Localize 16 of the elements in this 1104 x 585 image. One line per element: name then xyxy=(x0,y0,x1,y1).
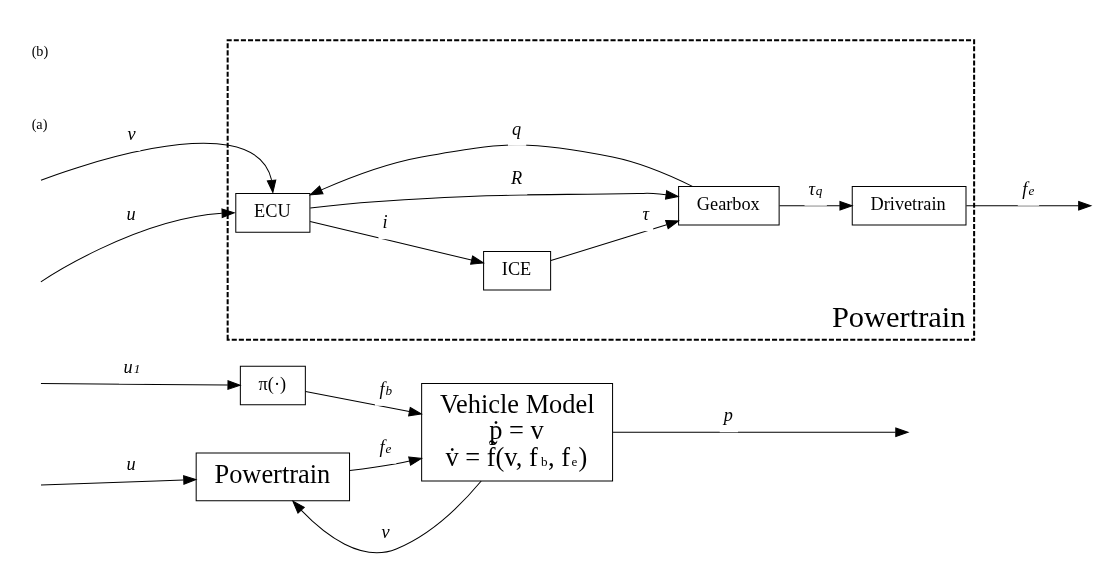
edge-label: τ xyxy=(642,204,650,225)
edge-label: u xyxy=(126,204,136,225)
edge-label: u1 xyxy=(123,356,141,377)
edge-label: i xyxy=(382,212,388,233)
edge-label: τq xyxy=(808,178,823,199)
edge-label: v xyxy=(127,124,136,145)
edge-label: q xyxy=(512,119,522,140)
edge-label: R xyxy=(511,167,523,188)
edge-label: u xyxy=(126,454,136,475)
label: (a) xyxy=(31,116,48,133)
edge-label: fb xyxy=(379,379,393,400)
edge-label: p xyxy=(723,405,733,426)
edge-label: fe xyxy=(1022,178,1035,199)
edge-label: fe xyxy=(379,436,392,457)
label: (b) xyxy=(31,43,49,60)
edge-label: v xyxy=(381,522,390,543)
